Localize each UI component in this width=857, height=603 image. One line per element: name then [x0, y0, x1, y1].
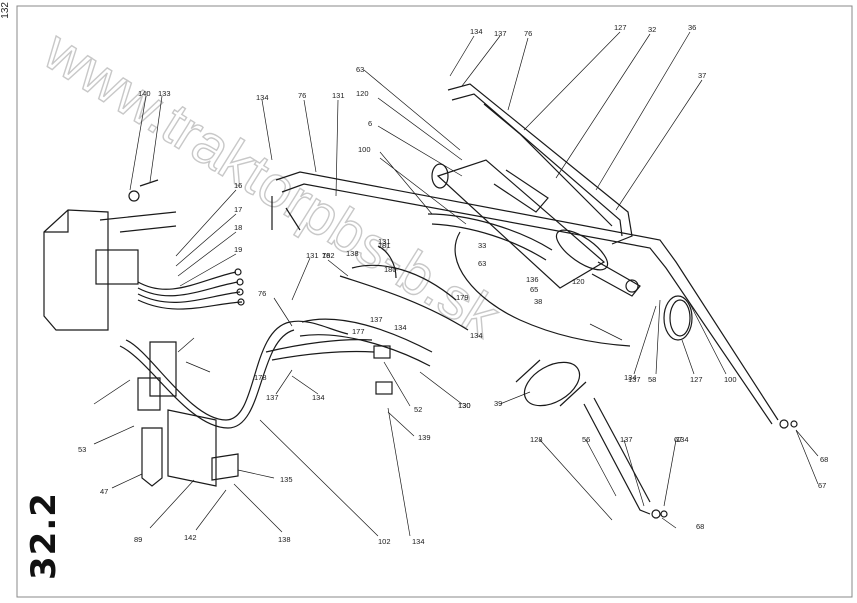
callout-182: 182 [322, 251, 335, 260]
callout-181: 181 [378, 241, 391, 250]
callout-130: 130 [458, 401, 471, 410]
callout-100: 100 [358, 145, 371, 154]
callout-76: 76 [524, 29, 532, 38]
callout-37: 37 [698, 71, 706, 80]
callout-65: 65 [530, 285, 538, 294]
valve-housing [43, 209, 109, 331]
callout-56: 56 [582, 435, 590, 444]
callout-19: 19 [234, 245, 242, 254]
drawing-lines [43, 31, 819, 537]
callout-137: 137 [628, 375, 641, 384]
callout-128: 128 [530, 435, 543, 444]
filter-39 [523, 361, 581, 407]
callout-6: 6 [368, 119, 372, 128]
callout-134: 134 [256, 93, 269, 102]
callout-135: 135 [280, 475, 293, 484]
watermark: www.traktorpbs-b.sk [32, 17, 511, 350]
callout-137: 137 [370, 315, 383, 324]
callout-76: 76 [322, 251, 330, 260]
callout-134: 134 [394, 323, 407, 332]
callout-67: 67 [818, 481, 826, 490]
callout-63: 63 [478, 259, 486, 268]
callout-137: 137 [266, 393, 279, 402]
callout-102: 102 [378, 537, 391, 546]
callout-67: 67 [674, 435, 682, 444]
callout-134: 134 [624, 373, 637, 382]
control-valve [95, 249, 139, 285]
callout-130: 130 [458, 401, 471, 410]
callout-177: 177 [352, 327, 365, 336]
callout-76: 76 [298, 91, 306, 100]
callout-58: 58 [648, 375, 656, 384]
callout-178: 178 [254, 373, 267, 382]
callout-38: 38 [534, 297, 542, 306]
callout-120: 120 [572, 277, 585, 286]
callout-127: 127 [614, 23, 627, 32]
callout-39: 39 [494, 399, 502, 408]
callout-140: 140 [138, 89, 151, 98]
callout-138: 138 [346, 249, 359, 258]
callout-53: 53 [78, 445, 86, 454]
callout-179: 179 [456, 293, 469, 302]
callout-139: 139 [418, 433, 431, 442]
callout-63: 63 [356, 65, 364, 74]
callout-131: 131 [306, 251, 319, 260]
mounting-plate [167, 409, 217, 487]
page-border [16, 5, 853, 598]
callout-138: 138 [278, 535, 291, 544]
callout-131: 131 [332, 91, 345, 100]
callout-127: 127 [690, 375, 703, 384]
callout-16: 16 [234, 181, 242, 190]
callout-137: 137 [620, 435, 633, 444]
callout-133: 133 [158, 89, 171, 98]
callout-33: 33 [478, 241, 486, 250]
callout-134: 134 [676, 435, 689, 444]
callout-68: 68 [820, 455, 828, 464]
callout-89: 89 [134, 535, 142, 544]
callout-134: 134 [312, 393, 325, 402]
callout-134: 134 [470, 331, 483, 340]
callout-36: 36 [688, 23, 696, 32]
callout-47: 47 [100, 487, 108, 496]
callout-17: 17 [234, 205, 242, 214]
callout-68: 68 [696, 522, 704, 531]
callout-120: 120 [356, 89, 369, 98]
callout-76: 76 [258, 289, 266, 298]
callout-137: 137 [494, 29, 507, 38]
callout-131: 131 [378, 237, 391, 246]
callout-32: 32 [648, 25, 656, 34]
callout-52: 52 [414, 405, 422, 414]
callout-18: 18 [234, 223, 242, 232]
ring-clamp [663, 295, 693, 341]
callout-134: 134 [470, 27, 483, 36]
callout-142: 142 [184, 533, 197, 542]
callout-180: 180 [384, 265, 397, 274]
callout-136: 136 [526, 275, 539, 284]
callout-134: 134 [412, 537, 425, 546]
hydraulic-cylinder [436, 159, 606, 289]
callout-100: 100 [724, 375, 737, 384]
